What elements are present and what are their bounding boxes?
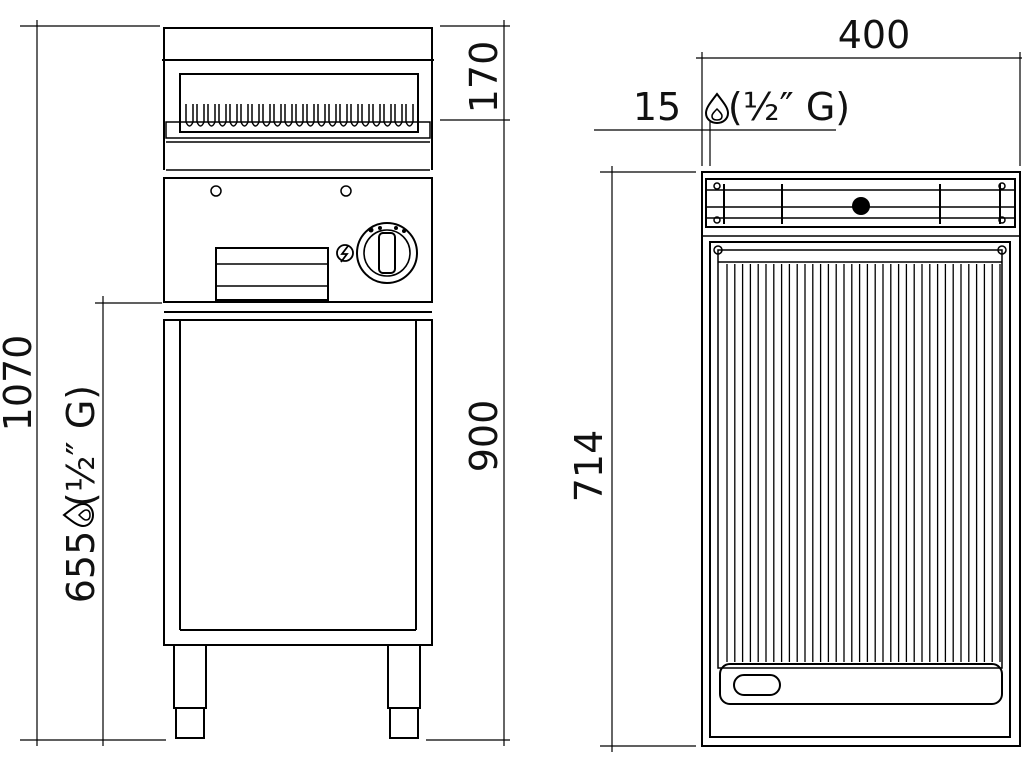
grate-tooth [350,104,359,127]
gas-connection-label-side: (½″ G) [59,385,103,507]
grate-tooth [405,104,414,127]
dimension-label-gas-offset: 15 [633,85,681,129]
dimension-label-top-height: 170 [462,41,506,114]
dimension-top-height [440,20,510,746]
grate-tooth [339,104,348,127]
grate-tooth [185,104,194,127]
dimension-depth [600,166,696,752]
dimension-label-depth: 714 [567,430,611,503]
grate-tooth [372,104,381,127]
legs [173,644,421,739]
top-view: 400 15 (½″ G) 714 [567,13,1022,752]
grate-tooth [295,104,304,127]
grill-surface [709,241,1011,738]
grill-top-section [162,27,434,179]
gas-outlet-marker [852,197,870,215]
grate-tooth [196,104,205,127]
grill-bars [726,264,1001,662]
gas-flame-icon [62,502,95,528]
grate-tooth [218,104,227,127]
grate-tooth [251,104,260,127]
dimension-gas-height [95,296,162,746]
dimension-label-work-height: 900 [462,400,506,473]
grill-grates [185,104,414,127]
grate-tooth [306,104,315,127]
grate-tooth [240,104,249,127]
grate-tooth [273,104,282,127]
grate-tooth [328,104,337,127]
grate-tooth [394,104,403,127]
top-view-outline [701,171,1021,747]
gas-connection-label-top: (½″ G) [728,85,850,129]
dimension-label-total-height: 1070 [0,335,40,432]
fat-drain-channel [719,663,1003,705]
grate-tooth [383,104,392,127]
grate-tooth [284,104,293,127]
dimension-label-width: 400 [838,13,911,57]
grate-tooth [207,104,216,127]
control-knob-icon[interactable] [356,222,418,284]
grate-tooth [262,104,271,127]
gas-flame-icon [704,92,730,125]
dimension-total-height [20,20,166,746]
front-view: 1070 655 (½″ G) 170 900 [0,20,510,746]
dimension-width [696,52,1022,166]
grate-tooth [361,104,370,127]
grate-tooth [229,104,238,127]
spark-icon [336,244,354,263]
dimension-label-gas-height: 655 [59,531,103,604]
grate-tooth [317,104,326,127]
cabinet [163,319,433,646]
